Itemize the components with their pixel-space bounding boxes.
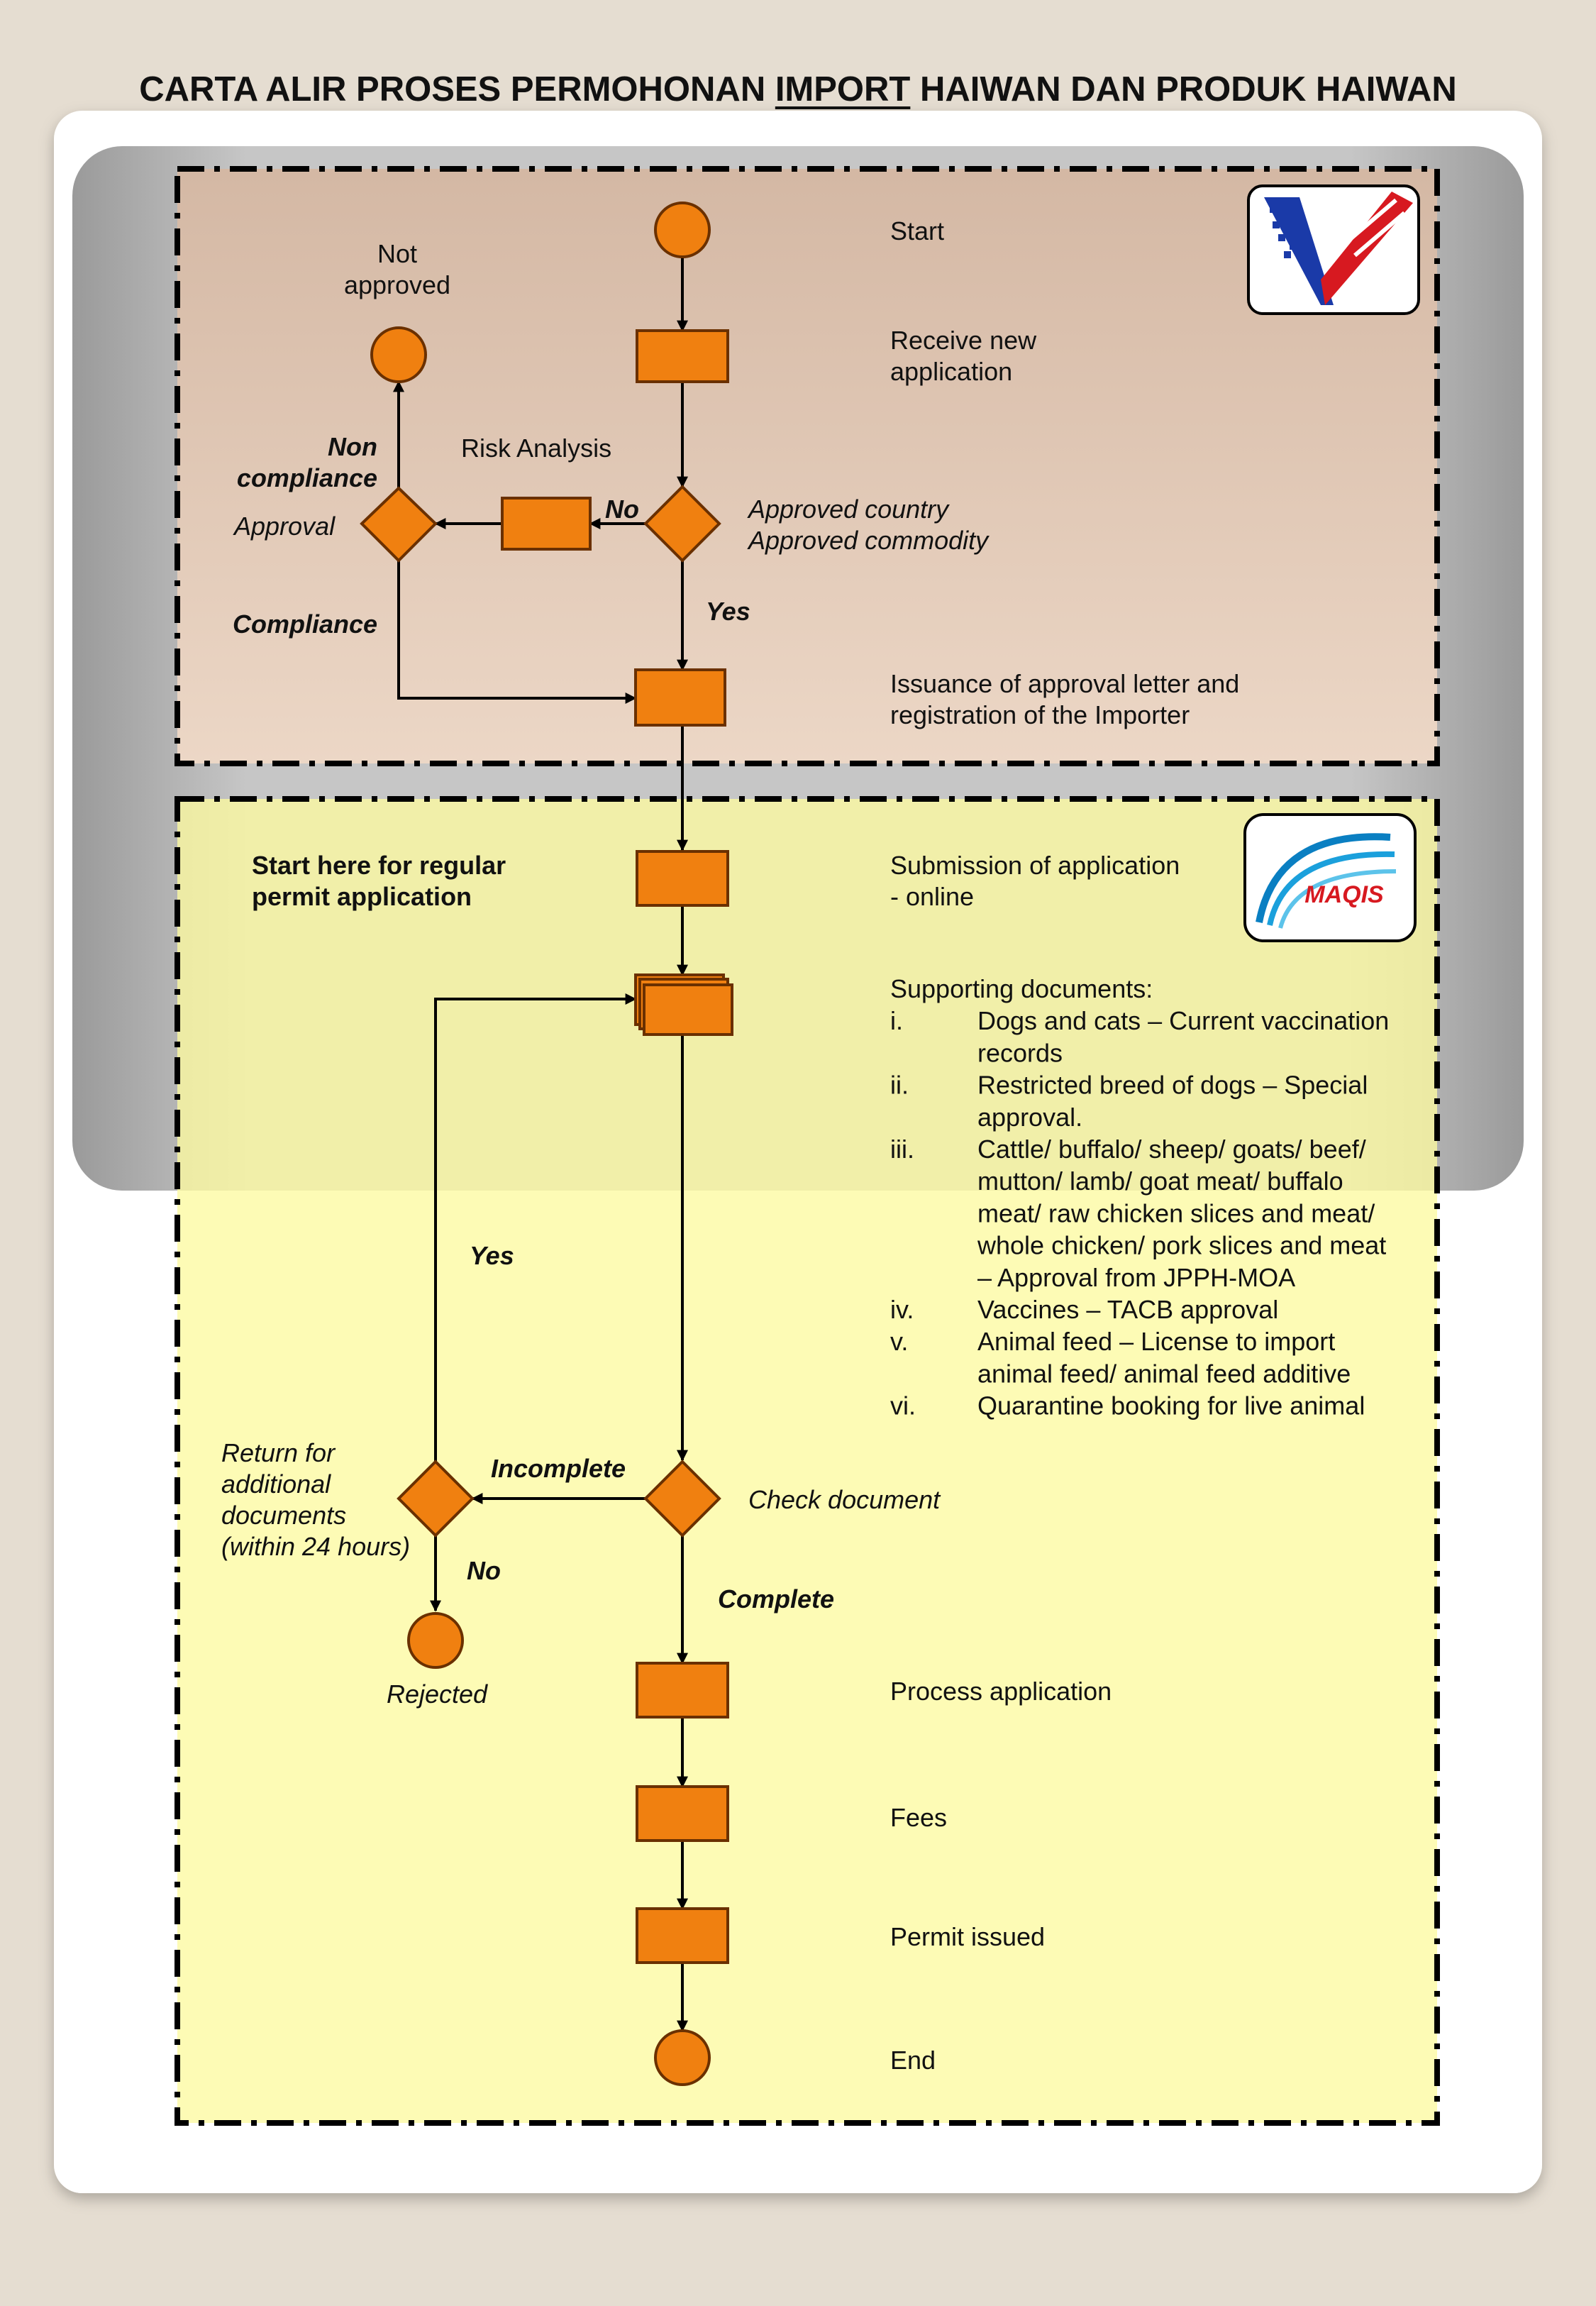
start-label: Start [890, 216, 944, 246]
doc-item-text: meat/ raw chicken slices and meat/ [977, 1198, 1375, 1228]
doc-item-text: Quarantine booking for live animal [977, 1391, 1365, 1420]
submission-label-line1: Submission of application [890, 851, 1180, 880]
check-document-decision [643, 1460, 721, 1538]
maqis-region-band [177, 799, 1437, 2123]
doc-item-text: Restricted breed of dogs – Special [977, 1071, 1368, 1100]
moa-region-band [177, 169, 1437, 763]
title-prefix: CARTA ALIR PROSES PERMOHONAN [139, 70, 775, 109]
edge-label-non-compliance-line1: Non [328, 432, 377, 461]
submission-label-line2: - online [890, 882, 974, 911]
edge-label-compliance: Compliance [233, 609, 377, 639]
approved-check-decision [643, 485, 721, 563]
node-labels: Start Receive new application Approved c… [221, 216, 1239, 2075]
rejected-label: Rejected [387, 1679, 488, 1709]
doc-item-text: – Approval from JPPH-MOA [977, 1263, 1295, 1292]
approved-country-label: Approved country [747, 495, 950, 524]
edge-label-non-compliance-line2: compliance [237, 463, 377, 492]
issuance-node [634, 668, 726, 727]
maqis-logo-text: MAQIS [1304, 881, 1384, 908]
receive-label-line1: Receive new [890, 326, 1037, 355]
doc-item-number: ii. [890, 1071, 909, 1100]
receive-label-line2: application [890, 357, 1012, 386]
approval-decision [360, 486, 438, 563]
risk-analysis-node [501, 497, 592, 551]
check-document-label: Check document [748, 1485, 941, 1514]
issuance-label-line2: registration of the Importer [890, 700, 1190, 729]
edge-labels: No Yes Non compliance Compliance Incompl… [233, 432, 834, 1613]
doc-item-number: v. [890, 1327, 908, 1356]
doc-item-text: animal feed/ animal feed additive [977, 1359, 1351, 1388]
not-approved-label-line1: Not [377, 239, 417, 268]
approved-commodity-label: Approved commodity [747, 526, 990, 555]
doc-item-number: i. [890, 1006, 903, 1035]
start-here-label-line2: permit application [252, 882, 472, 911]
return-label-line2: additional [221, 1469, 331, 1499]
edge-label-yes-return: Yes [470, 1241, 514, 1270]
not-approved-label-line2: approved [344, 270, 450, 299]
doc-item-text: Dogs and cats – Current vaccination [977, 1006, 1389, 1035]
malaysia-gov-v-logo-icon [1247, 184, 1420, 315]
doc-item-number: iii. [890, 1135, 914, 1164]
doc-item-text: records [977, 1038, 1063, 1067]
return-label-line1: Return for [221, 1438, 336, 1467]
doc-item-text: Vaccines – TACB approval [977, 1295, 1278, 1324]
return-decision [397, 1460, 475, 1538]
receive-application-node [636, 329, 729, 383]
moa-region-border [174, 166, 1440, 766]
process-application-label: Process application [890, 1677, 1112, 1706]
edge-label-no-return: No [467, 1556, 501, 1585]
permit-issued-node [636, 1907, 729, 1964]
nodes [360, 202, 733, 2086]
submission-node [636, 850, 729, 907]
end-node [654, 2029, 711, 2086]
supporting-documents-heading: Supporting documents: [890, 974, 1153, 1003]
edge-label-incomplete: Incomplete [491, 1454, 626, 1483]
edge-label-yes-approved: Yes [706, 597, 750, 626]
return-label-line3: documents [221, 1501, 346, 1530]
doc-item-text: Animal feed – License to import [977, 1327, 1335, 1356]
not-approved-node [370, 326, 427, 383]
title-suffix: HAIWAN DAN PRODUK HAIWAN [910, 70, 1457, 109]
maqis-region-border [174, 796, 1440, 2126]
arrow-return-yes-to-documents [434, 993, 637, 1463]
doc-item-number: iv. [890, 1295, 914, 1324]
return-label-line4: (within 24 hours) [221, 1532, 410, 1561]
doc-item-number: vi. [890, 1391, 916, 1420]
connectors [393, 257, 688, 2032]
doc-item-text: approval. [977, 1103, 1082, 1132]
maqis-logo-icon: MAQIS [1243, 813, 1417, 942]
risk-analysis-label: Risk Analysis [461, 434, 611, 463]
page-title: CARTA ALIR PROSES PERMOHONAN IMPORT HAIW… [0, 70, 1596, 109]
edge-label-no-approved: No [605, 495, 639, 524]
approval-label: Approval [233, 512, 336, 541]
edge-label-complete: Complete [718, 1584, 834, 1613]
doc-item-text: whole chicken/ pork slices and meat [977, 1231, 1386, 1260]
fees-node [636, 1785, 729, 1842]
rejected-node [407, 1612, 464, 1669]
permit-issued-label: Permit issued [890, 1922, 1045, 1951]
issuance-label-line1: Issuance of approval letter and [890, 669, 1239, 698]
supporting-documents-node [634, 973, 733, 1036]
process-application-node [636, 1662, 729, 1719]
arrow-compliance-to-issuance [397, 561, 637, 704]
fees-label: Fees [890, 1803, 947, 1832]
doc-item-text: Cattle/ buffalo/ sheep/ goats/ beef/ [977, 1135, 1366, 1164]
title-underlined-word: IMPORT [775, 70, 911, 109]
start-node [654, 202, 711, 258]
doc-item-text: mutton/ lamb/ goat meat/ buffalo [977, 1166, 1343, 1196]
end-label: End [890, 2046, 936, 2075]
supporting-documents-list: Supporting documents: i. Dogs and cats – … [890, 974, 1389, 1420]
start-here-label-line1: Start here for regular [252, 851, 506, 880]
